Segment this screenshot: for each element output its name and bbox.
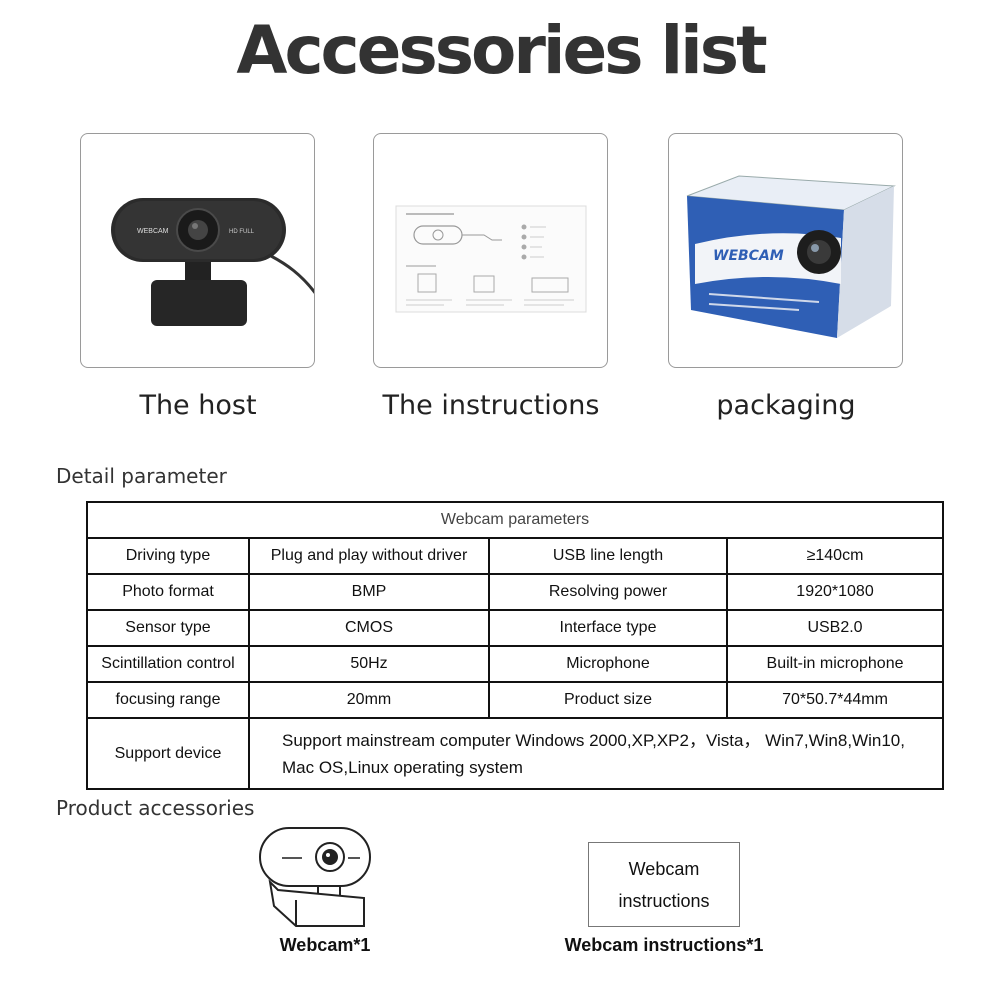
support-line-2: Mac OS,Linux operating system [282, 757, 523, 777]
param-value: Plug and play without driver [248, 537, 490, 575]
param-label: focusing range [86, 681, 250, 719]
param-value: 70*50.7*44mm [725, 681, 945, 719]
webcam-res-text: HD FULL [229, 229, 255, 235]
param-value: CMOS [248, 609, 490, 647]
table-row: Sensor type CMOS Interface type USB2.0 [86, 609, 945, 647]
support-device-value: Support mainstream computer Windows 2000… [247, 717, 945, 790]
page-title: Accessories list [236, 12, 767, 89]
param-label: Photo format [86, 573, 250, 611]
table-caption: Webcam parameters [85, 501, 945, 539]
param-value: 1920*1080 [725, 573, 945, 611]
param-value: 50Hz [248, 645, 490, 683]
table-row: Photo format BMP Resolving power 1920*10… [86, 573, 945, 611]
table-row: Scintillation control 50Hz Microphone Bu… [86, 645, 945, 683]
instructions-image-card [373, 133, 608, 368]
packaging-label: packaging [716, 390, 856, 421]
param-value: 20mm [248, 681, 490, 719]
param-value: Built-in microphone [725, 645, 945, 683]
product-accessories-heading: Product accessories [56, 796, 255, 820]
detail-parameter-heading: Detail parameter [56, 464, 227, 488]
instructions-box-line2: instructions [618, 891, 710, 911]
instructions-box-line1: Webcam [628, 859, 700, 879]
param-label: Resolving power [488, 573, 728, 611]
param-label: USB line length [488, 537, 728, 575]
packaging-image-card: WEBCAM [668, 133, 903, 368]
param-label: Microphone [488, 645, 728, 683]
param-label: Sensor type [86, 609, 250, 647]
param-value: ≥140cm [725, 537, 945, 575]
support-line-1: Support mainstream computer Windows 2000… [282, 730, 905, 750]
webcam-caption: Webcam*1 [279, 935, 371, 955]
host-label: The host [139, 390, 257, 421]
webcam-brand-text: WEBCAM [137, 228, 169, 235]
param-label: Interface type [488, 609, 728, 647]
param-label: Support device [86, 717, 250, 790]
webcam-box-icon: WEBCAM [686, 175, 896, 338]
param-label: Product size [488, 681, 728, 719]
instructions-caption: Webcam instructions*1 [564, 935, 764, 955]
instructions-box: Webcam instructions [588, 842, 740, 927]
webcam-parameters-table: Webcam parameters Driving type Plug and … [85, 501, 945, 790]
param-label: Scintillation control [86, 645, 250, 683]
param-value: USB2.0 [725, 609, 945, 647]
param-value: BMP [248, 573, 490, 611]
instruction-sheet-icon [395, 205, 587, 313]
param-label: Driving type [86, 537, 250, 575]
table-row: Driving type Plug and play without drive… [86, 537, 945, 575]
webcam-line-drawing-icon [259, 827, 371, 927]
host-image-card: WEBCAM HD FULL [80, 133, 315, 368]
instructions-label: The instructions [382, 390, 600, 421]
webcam-photo-icon: WEBCAM HD FULL [111, 198, 314, 326]
table-row: Support device Support mainstream comput… [86, 717, 945, 790]
table-row: focusing range 20mm Product size 70*50.7… [86, 681, 945, 719]
box-brand-text: WEBCAM [713, 248, 784, 264]
